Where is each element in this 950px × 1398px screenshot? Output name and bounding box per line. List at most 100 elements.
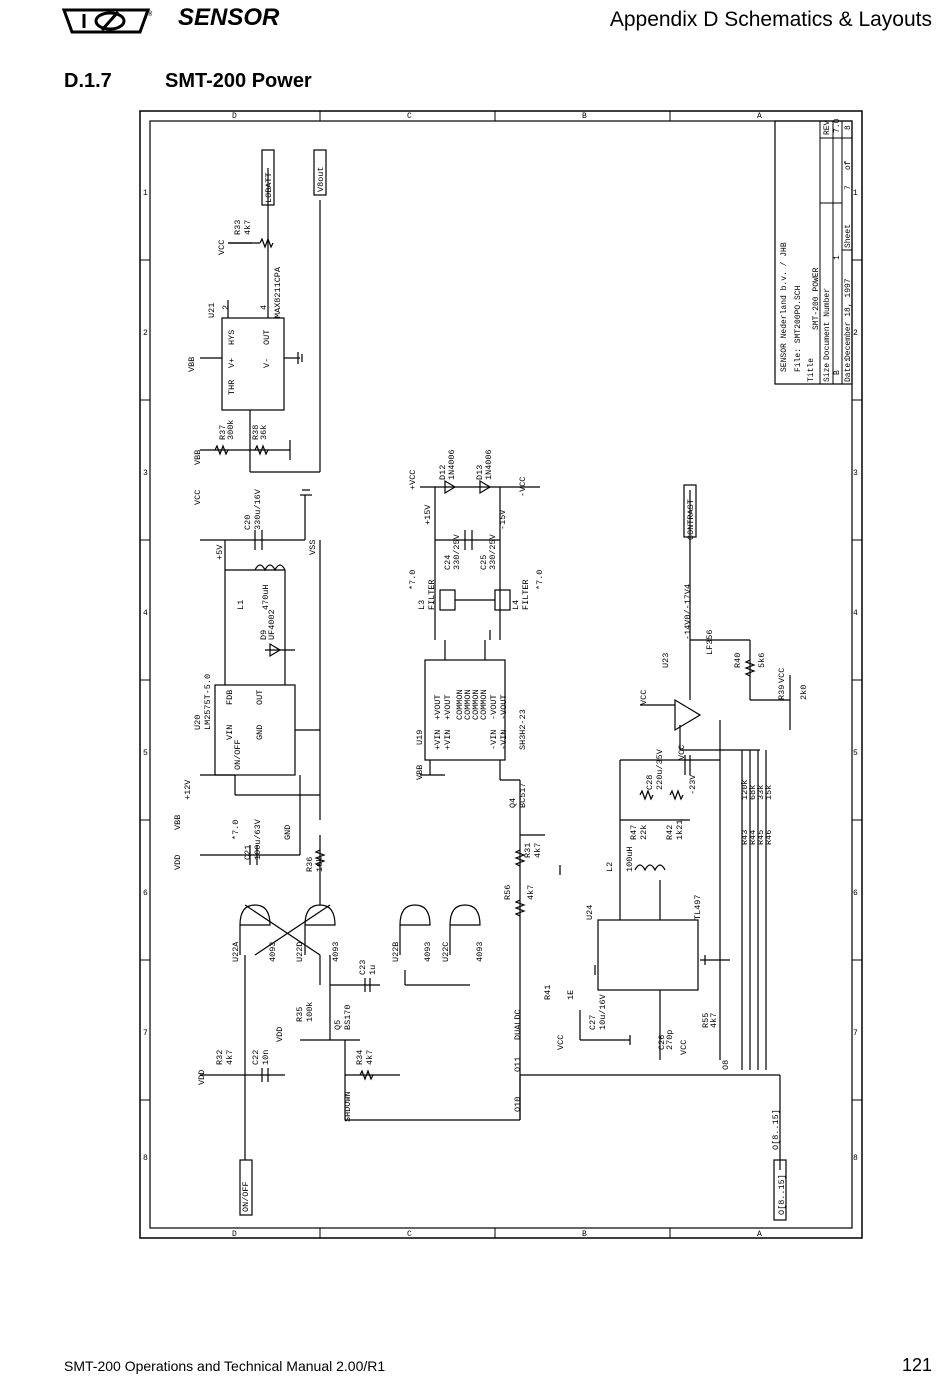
svg-text:7: 7	[853, 1029, 858, 1038]
svg-text:+VOUT: +VOUT	[443, 694, 453, 720]
svg-text:Date:: Date:	[844, 358, 853, 382]
svg-text:U22B: U22B	[391, 942, 401, 962]
svg-text:VCC: VCC	[777, 668, 787, 683]
svg-text:4093: 4093	[268, 942, 278, 962]
svg-text:D: D	[232, 112, 237, 121]
svg-text:FILTER: FILTER	[427, 579, 437, 610]
svg-text:C23: C23	[358, 960, 368, 975]
section-number: D.1.7	[64, 70, 112, 92]
svg-text:R46: R46	[764, 830, 774, 845]
svg-text:R44: R44	[748, 830, 758, 845]
svg-text:R45: R45	[756, 830, 766, 845]
svg-text:270p: 270p	[665, 1030, 675, 1050]
svg-text:U20: U20	[193, 715, 203, 730]
section-title: SMT-200 Power	[165, 70, 312, 92]
svg-text:C27: C27	[588, 1015, 598, 1030]
svg-text:+15V: +15V	[423, 504, 433, 525]
svg-text:C20: C20	[243, 515, 253, 530]
svg-text:4: 4	[143, 609, 148, 618]
svg-text:8: 8	[844, 125, 853, 130]
svg-text:Title: Title	[807, 358, 816, 382]
svg-text:7: 7	[844, 185, 853, 190]
svg-text:O[8..15]: O[8..15]	[777, 1174, 787, 1215]
svg-text:+VCC: +VCC	[408, 470, 418, 490]
svg-text:D12: D12	[438, 465, 448, 480]
svg-text:COMMON: COMMON	[471, 689, 481, 720]
svg-text:R39: R39	[777, 685, 787, 700]
svg-text:DUALDC: DUALDC	[513, 1009, 523, 1040]
svg-text:VCC: VCC	[639, 690, 649, 705]
svg-text:D: D	[232, 1230, 237, 1239]
svg-text:7: 7	[143, 1029, 148, 1038]
svg-text:5k6: 5k6	[757, 653, 767, 668]
svg-text:4093: 4093	[475, 942, 485, 962]
svg-text:VDD: VDD	[197, 1070, 207, 1085]
svg-text:10n: 10n	[261, 1050, 271, 1065]
appendix-title: Appendix D Schematics & Layouts	[609, 8, 932, 31]
svg-text:-VCC: -VCC	[518, 477, 528, 497]
svg-text:December 18, 1997: December 18, 1997	[844, 278, 853, 360]
svg-text:C28: C28	[645, 775, 655, 790]
svg-text:4k7: 4k7	[365, 1050, 375, 1065]
svg-text:SHDOWN: SHDOWN	[343, 1091, 353, 1122]
svg-text:R41: R41	[543, 985, 553, 1000]
svg-text:10k: 10k	[315, 857, 325, 872]
svg-text:4k7: 4k7	[225, 1050, 235, 1065]
svg-text:+VIN: +VIN	[433, 730, 443, 750]
svg-text:-VIN: -VIN	[499, 730, 509, 750]
svg-text:2: 2	[143, 329, 148, 338]
svg-text:L3: L3	[417, 600, 427, 610]
svg-text:1: 1	[833, 255, 842, 260]
svg-text:3: 3	[143, 469, 148, 478]
svg-text:HYS: HYS	[227, 330, 237, 345]
svg-text:COMMON: COMMON	[455, 689, 465, 720]
svg-text:REV: REV	[823, 120, 832, 135]
svg-text:1: 1	[853, 189, 858, 198]
svg-text:-VOUT: -VOUT	[499, 694, 509, 720]
svg-text:R31: R31	[523, 843, 533, 858]
svg-text:LM2575T-5.0: LM2575T-5.0	[203, 674, 213, 730]
svg-text:L2: L2	[605, 862, 615, 872]
svg-text:+VIN: +VIN	[443, 730, 453, 750]
svg-text:B: B	[582, 112, 587, 121]
svg-text:1N4006: 1N4006	[484, 449, 494, 480]
svg-text:1u: 1u	[368, 965, 378, 975]
svg-text:VCC: VCC	[677, 745, 687, 760]
svg-text:C22: C22	[251, 1050, 261, 1065]
svg-text:B: B	[582, 1230, 587, 1239]
svg-text:Document Number: Document Number	[823, 288, 832, 360]
svg-text:CONTRAST: CONTRAST	[686, 499, 696, 540]
svg-text:1k21: 1k21	[675, 820, 685, 840]
svg-text:File: SMT200PO.SCH: File: SMT200PO.SCH	[794, 285, 803, 372]
svg-text:VCC: VCC	[679, 1040, 689, 1055]
svg-text:2: 2	[221, 305, 231, 310]
svg-text:4: 4	[259, 305, 269, 310]
svg-text:R43: R43	[740, 830, 750, 845]
svg-text:O[8..15]: O[8..15]	[771, 1109, 781, 1150]
svg-text:VSS: VSS	[308, 540, 318, 555]
svg-text:U19: U19	[415, 730, 425, 745]
svg-text:1E: 1E	[566, 990, 576, 1000]
svg-text:VCC: VCC	[217, 240, 227, 255]
svg-text:3: 3	[853, 469, 858, 478]
svg-text:R34: R34	[355, 1050, 365, 1065]
svg-text:4k7: 4k7	[533, 843, 543, 858]
company-logo: ®	[62, 8, 153, 34]
svg-text:R38: R38	[251, 425, 261, 440]
svg-text:SH3H2-23: SH3H2-23	[518, 709, 528, 750]
svg-text:8: 8	[143, 1154, 148, 1163]
svg-text:BC517: BC517	[518, 782, 528, 808]
svg-text:L4: L4	[511, 600, 521, 610]
svg-text:100k: 100k	[305, 1002, 315, 1022]
svg-text:LOBATT: LOBATT	[264, 172, 274, 203]
svg-text:Size: Size	[823, 363, 832, 382]
title-block: SENSOR Nederland b.v. / JHB File: SMT200…	[774, 118, 853, 385]
svg-text:*7.0: *7.0	[535, 570, 545, 590]
svg-text:5: 5	[143, 749, 148, 758]
svg-text:®: ®	[148, 10, 153, 19]
svg-text:U21: U21	[207, 303, 217, 318]
svg-text:+5V: +5V	[215, 544, 225, 560]
svg-text:FDB: FDB	[225, 690, 235, 705]
svg-text:BS170: BS170	[343, 1004, 353, 1030]
svg-text:+12V: +12V	[183, 779, 193, 800]
